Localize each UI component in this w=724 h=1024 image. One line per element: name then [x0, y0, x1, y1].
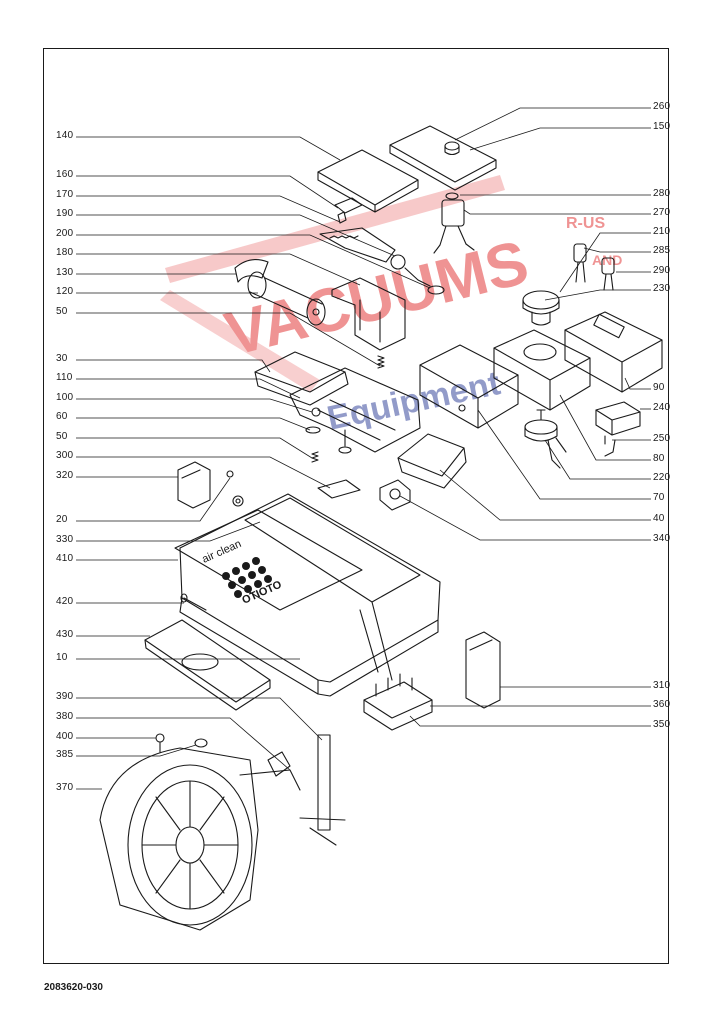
callout-280: 280	[653, 188, 671, 199]
callout-190: 190	[56, 208, 74, 219]
callout-370: 370	[56, 782, 74, 793]
filter-dot-grid	[222, 557, 272, 598]
callout-20: 20	[56, 514, 68, 525]
callout-80: 80	[653, 453, 665, 464]
callout-210: 210	[653, 226, 671, 237]
part-housing-center	[493, 329, 591, 411]
callout-150: 150	[653, 121, 671, 132]
part-360-terminal-block	[363, 673, 433, 731]
part-140-cover	[317, 149, 419, 213]
callout-385: 385	[56, 749, 74, 760]
callout-50: 50	[56, 431, 68, 442]
part-70-housing	[419, 344, 519, 429]
part-110-frame	[289, 367, 421, 454]
callout-260: 260	[653, 101, 671, 112]
callout-420: 420	[56, 596, 74, 607]
part-130-shade	[234, 259, 269, 283]
callout-160: 160	[56, 169, 74, 180]
part-400-screw	[155, 733, 165, 753]
callout-285: 285	[653, 245, 671, 256]
callout-220: 220	[653, 472, 671, 483]
part-40-cover	[397, 433, 467, 489]
callout-70: 70	[653, 492, 665, 503]
filter-print-line1: air clean	[200, 538, 243, 566]
callout-430: 430	[56, 629, 74, 640]
part-20-screw	[226, 470, 244, 507]
callout-30: 30	[56, 353, 68, 364]
part-120-roller	[247, 271, 326, 326]
callout-130: 130	[56, 267, 74, 278]
part-230-knob	[522, 290, 560, 326]
callout-40: 40	[653, 513, 665, 524]
part-370-cable-reel	[99, 747, 301, 931]
callout-230: 230	[653, 283, 671, 294]
part-310-hook	[465, 631, 501, 709]
part-90-housing	[564, 311, 663, 393]
callout-390: 390	[56, 691, 74, 702]
callout-50: 50	[56, 306, 68, 317]
callout-300: 300	[56, 450, 74, 461]
callout-350: 350	[653, 719, 671, 730]
part-385-bushing	[194, 738, 208, 748]
callout-240: 240	[653, 402, 671, 413]
part-290-lamp	[601, 257, 615, 291]
leader-lines-left	[76, 136, 431, 790]
callout-410: 410	[56, 553, 74, 564]
callout-90: 90	[653, 382, 665, 393]
part-420-pin	[180, 593, 207, 611]
leader-lines-right	[399, 107, 651, 727]
part-50-spring	[377, 355, 385, 369]
callout-310: 310	[653, 680, 671, 691]
part-430-plate	[144, 619, 271, 711]
callout-360: 360	[653, 699, 671, 710]
part-160-clip	[334, 197, 363, 224]
part-220-potentiometer	[524, 409, 567, 469]
part-390-cable-guide	[299, 734, 346, 846]
callout-290: 290	[653, 265, 671, 276]
watermark-tag-bottom: AND	[592, 252, 622, 268]
callout-110: 110	[56, 372, 73, 383]
part-180-bracket	[331, 277, 406, 351]
document-number: 2083620-030	[44, 982, 103, 993]
callout-10: 10	[56, 652, 68, 663]
part-270-switch	[433, 192, 475, 254]
callout-400: 400	[56, 731, 74, 742]
part-240-capacitor	[595, 401, 641, 457]
callout-170: 170	[56, 189, 74, 200]
part-150-cover	[389, 125, 497, 191]
callout-140: 140	[56, 130, 74, 141]
callout-120: 120	[56, 286, 74, 297]
callout-100: 100	[56, 392, 74, 403]
callout-340: 340	[653, 533, 671, 544]
part-340-actuator	[379, 479, 411, 511]
drawing-frame	[43, 48, 669, 964]
watermark-tag-top: R-US	[566, 215, 605, 232]
callout-250: 250	[653, 433, 671, 444]
part-10-body	[179, 493, 441, 697]
part-300-slider	[311, 451, 361, 499]
callout-320: 320	[56, 470, 74, 481]
callout-60: 60	[56, 411, 68, 422]
filter-print: air clean OTIOTO	[200, 538, 284, 607]
callout-200: 200	[56, 228, 74, 239]
part-30-cover	[254, 351, 349, 406]
callout-330: 330	[56, 534, 74, 545]
callout-270: 270	[653, 207, 671, 218]
callout-180: 180	[56, 247, 74, 258]
part-320-clip	[177, 461, 211, 509]
callout-380: 380	[56, 711, 74, 722]
